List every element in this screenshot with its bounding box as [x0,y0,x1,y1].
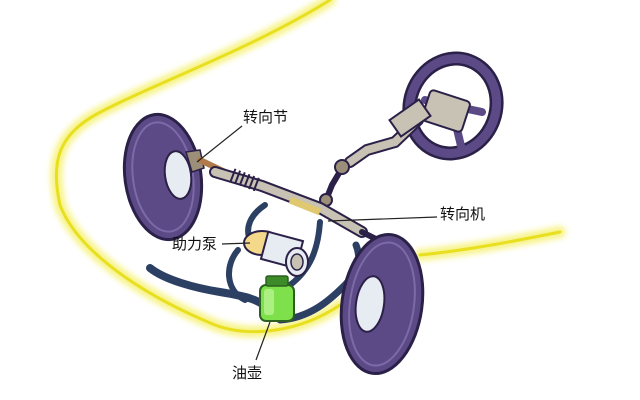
steering-wheel [402,51,504,161]
label-power-pump: 助力泵 [172,235,218,253]
label-steering-knuckle: 转向节 [243,108,289,126]
leader-lines [196,125,438,361]
steering-gear-rack [209,166,381,243]
power-steering-pump [243,230,309,277]
leader-line-steering-gear [327,216,438,222]
oil-reservoir [259,275,295,322]
leader-line-steering-knuckle [196,125,243,163]
leader-line-power-pump [221,242,251,245]
car-body-outline [50,0,566,338]
steering-column [319,98,432,207]
left-wheel [122,112,204,242]
right-wheel [339,232,425,376]
label-oil-reservoir: 油壶 [232,364,263,382]
label-steering-gear: 转向机 [440,205,486,223]
leader-line-oil-reservoir [255,321,271,361]
